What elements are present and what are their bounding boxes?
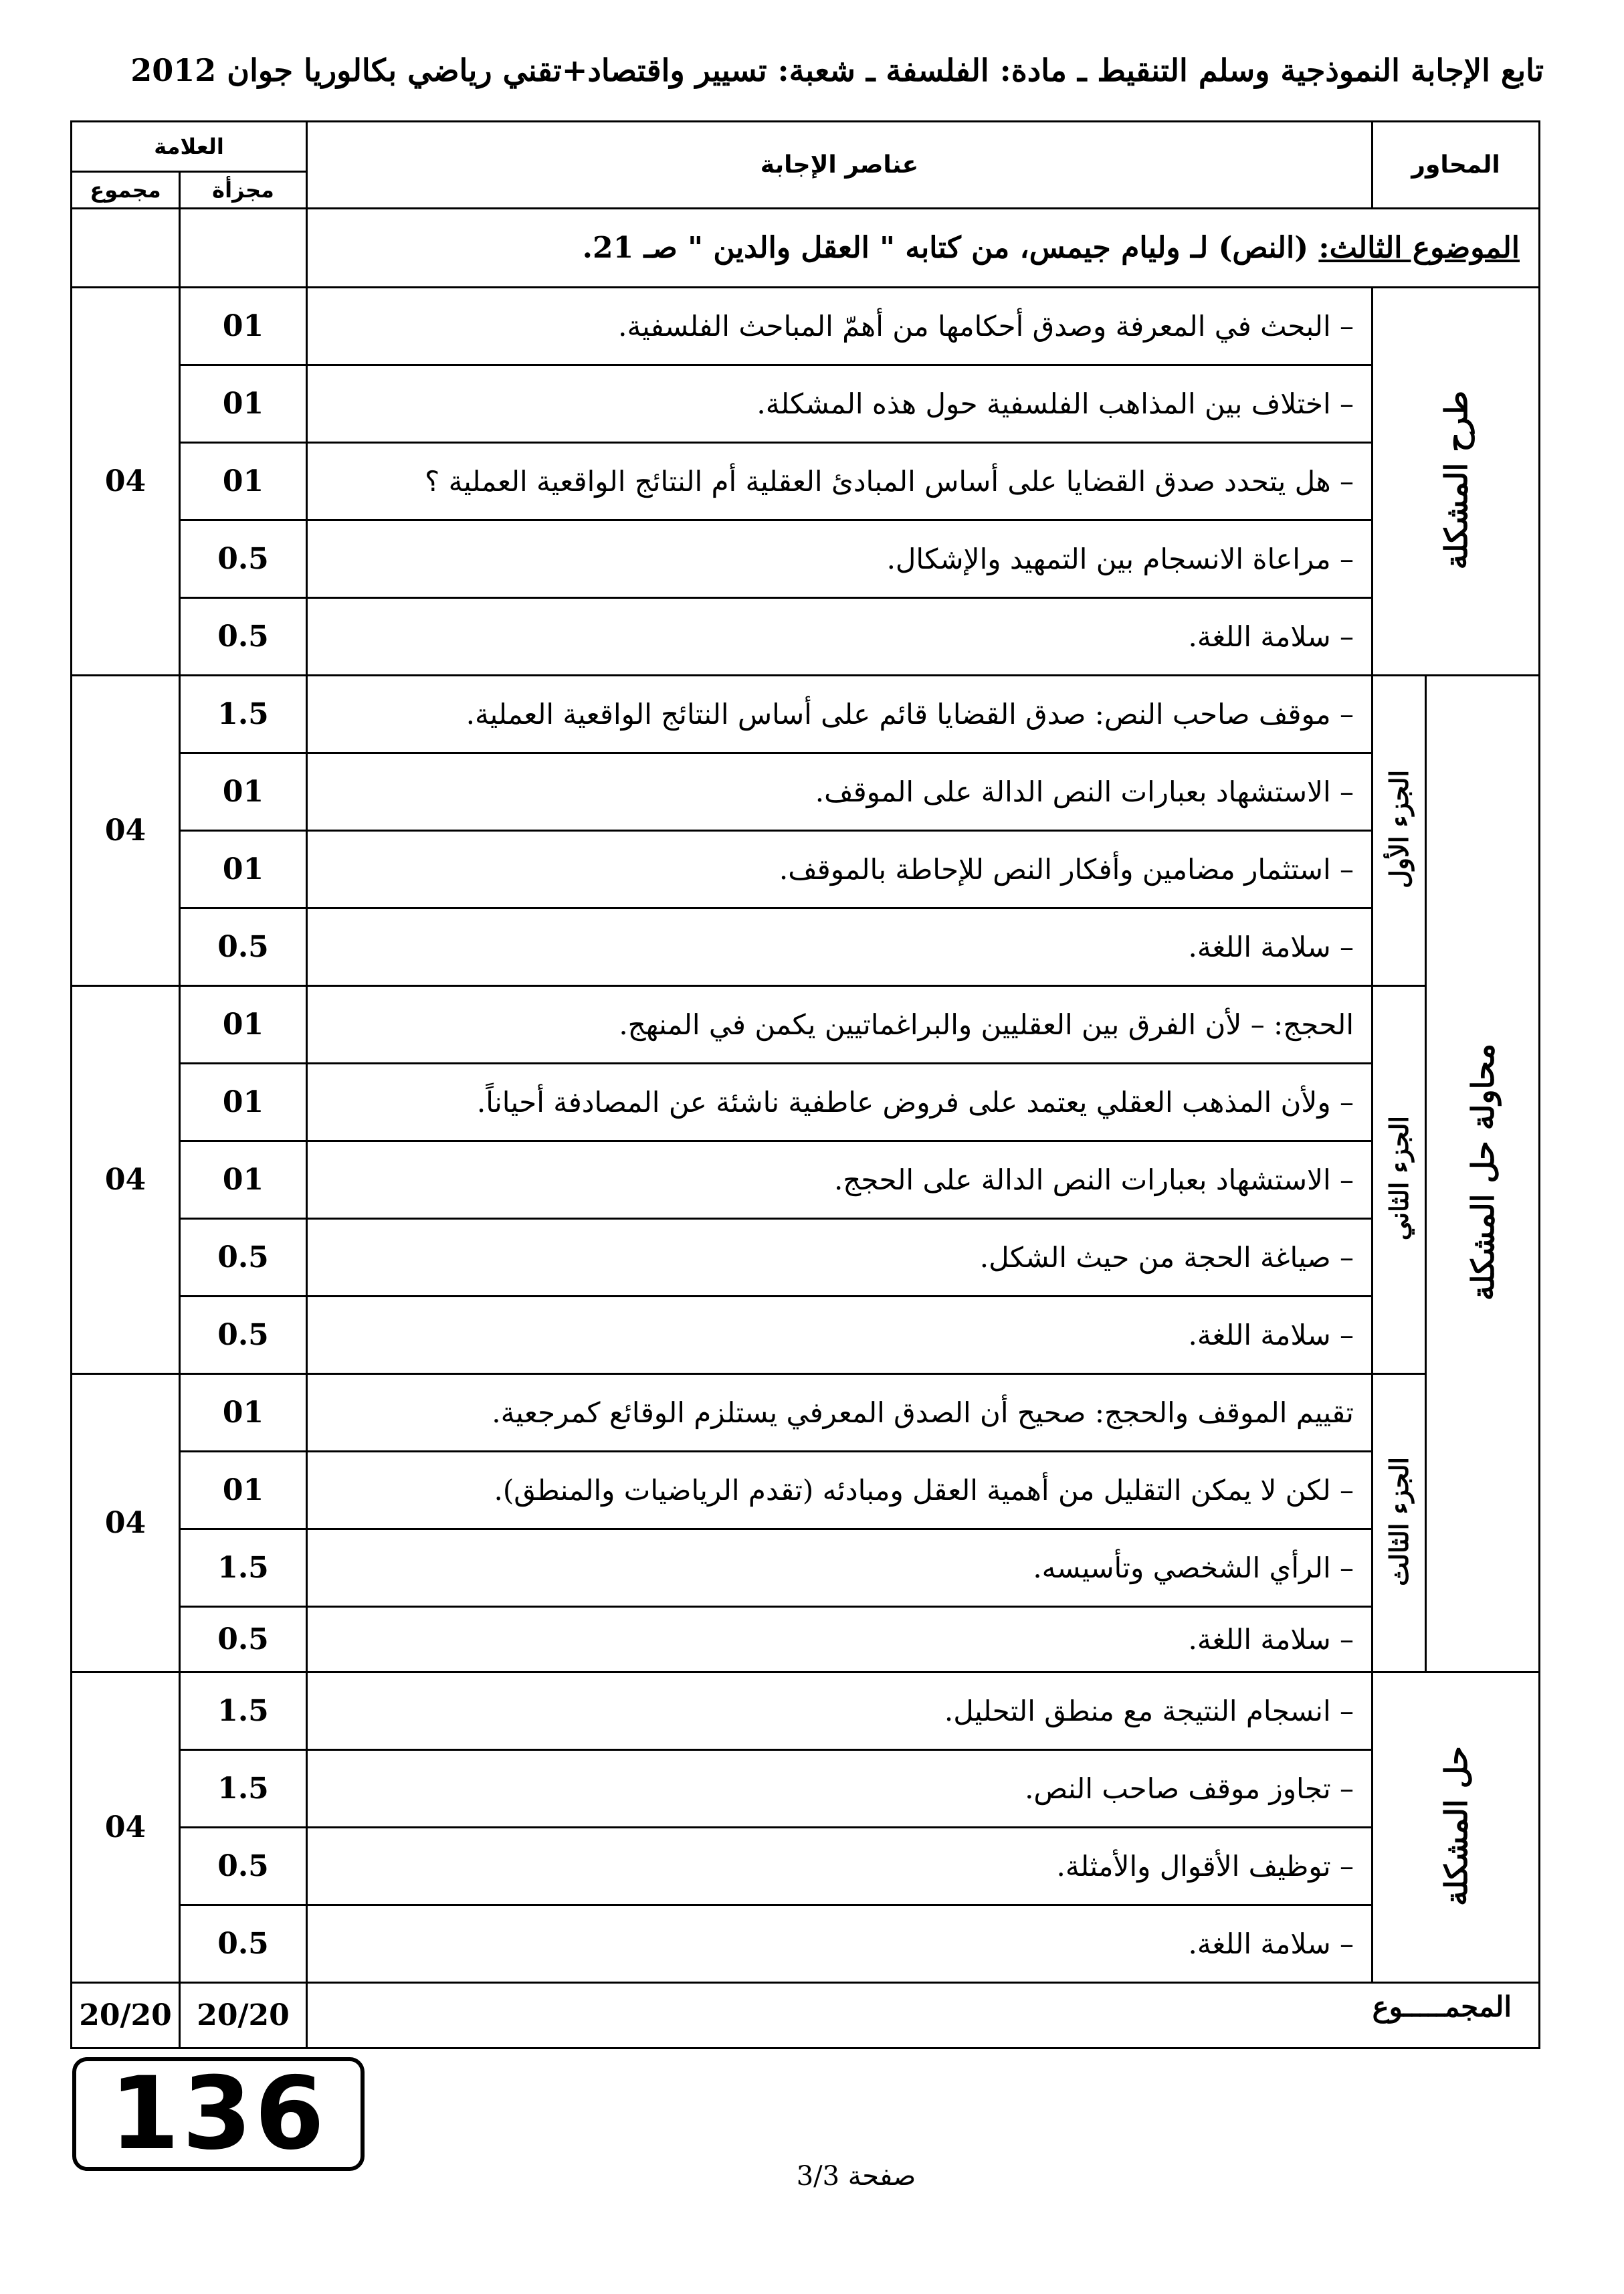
answer-item: الحجج: – لأن الفرق بين العقليين والبراغم… — [306, 985, 1373, 1064]
axis-problem-statement: طرح المشكلة — [1371, 286, 1540, 676]
subaxis-part-one: الجزء الأول — [1371, 674, 1427, 987]
partial-score: 01 — [179, 442, 308, 521]
partial-score: 01 — [179, 1140, 308, 1220]
topic-title: الموضوع الثالث: (النص) لـ وليام جيمس، من… — [306, 207, 1540, 288]
partial-score: 1.5 — [179, 674, 308, 754]
partial-score: 0.5 — [179, 1295, 308, 1375]
partial-score: 01 — [179, 830, 308, 909]
answer-item: – استثمار مضامين وأفكار النص للإحاطة بال… — [306, 830, 1373, 909]
partial-score: 01 — [179, 1373, 308, 1452]
page-stamp: 136 — [72, 2056, 365, 2172]
answer-item: – الاستشهاد بعبارات النص الدالة على الحج… — [306, 1140, 1373, 1220]
answer-item: – الرأي الشخصي وتأسيسه. — [306, 1528, 1373, 1608]
answer-item: – صياغة الحجة من حيث الشكل. — [306, 1218, 1373, 1297]
answer-grid: المحاور عناصر الإجابة العلامة مجزأة مجمو… — [70, 120, 1540, 2049]
partial-score: 01 — [179, 364, 308, 444]
partial-score: 1.5 — [179, 1749, 308, 1828]
partial-header: مجزأة — [179, 171, 308, 209]
partial-total: 20/20 — [179, 1982, 308, 2049]
answer-item: – تجاوز موقف صاحب النص. — [306, 1749, 1373, 1828]
partial-score: 0.5 — [179, 519, 308, 599]
axis-label: طرح المشكلة — [1437, 390, 1474, 570]
partial-score: 0.5 — [179, 907, 308, 987]
elements-header: عناصر الإجابة — [306, 120, 1373, 209]
answer-item: – موقف صاحب النص: صدق القضايا قائم على أ… — [306, 674, 1373, 754]
subaxis-part-two: الجزء الثاني — [1371, 985, 1427, 1375]
axis-problem-solution: حل المشكلة — [1371, 1671, 1540, 1984]
page-footer: صفحة 3/3 — [796, 2161, 916, 2192]
axis-label: محاولة حل المشكلة — [1464, 1044, 1501, 1301]
answer-item: – سلامة اللغة. — [306, 1904, 1373, 1984]
partial-score: 01 — [179, 1062, 308, 1142]
partial-score: 01 — [179, 752, 308, 832]
partial-score: 01 — [179, 286, 308, 366]
answer-item: – توظيف الأقوال والأمثلة. — [306, 1826, 1373, 1906]
topic-text: (النص) لـ وليام جيمس، من كتابه " العقل و… — [582, 231, 1319, 265]
partial-score: 01 — [179, 985, 308, 1064]
subaxis-label: الجزء الثالث — [1384, 1457, 1414, 1586]
answer-item: تقييم الموقف والحجج: صحيح أن الصدق المعر… — [306, 1373, 1373, 1452]
answer-item: – سلامة اللغة. — [306, 1606, 1373, 1673]
answer-item: – سلامة اللغة. — [306, 1295, 1373, 1375]
answer-item: – مراعاة الانسجام بين التمهيد والإشكال. — [306, 519, 1373, 599]
grade-header: العلامة — [70, 120, 308, 173]
answer-item: – سلامة اللغة. — [306, 907, 1373, 987]
partial-score: 0.5 — [179, 597, 308, 676]
grand-total: 20/20 — [70, 1982, 181, 2049]
partial-score: 0.5 — [179, 1904, 308, 1984]
section-total: 04 — [70, 674, 181, 987]
empty-cell — [70, 207, 181, 288]
subaxis-part-three: الجزء الثالث — [1371, 1373, 1427, 1673]
empty-cell — [179, 207, 308, 288]
section-total: 04 — [70, 985, 181, 1375]
answer-item: – هل يتحدد صدق القضايا على أساس المبادئ … — [306, 442, 1373, 521]
axis-solution-attempt: محاولة حل المشكلة — [1425, 674, 1540, 1673]
answer-item: – انسجام النتيجة مع منطق التحليل. — [306, 1671, 1373, 1751]
answer-item: – سلامة اللغة. — [306, 597, 1373, 676]
partial-score: 0.5 — [179, 1606, 308, 1673]
axis-label: حل المشكلة — [1437, 1745, 1474, 1906]
answer-item: – لكن لا يمكن التقليل من أهمية العقل ومب… — [306, 1450, 1373, 1530]
answer-item: – اختلاف بين المذاهب الفلسفية حول هذه ال… — [306, 364, 1373, 444]
subaxis-label: الجزء الأول — [1384, 770, 1414, 888]
subaxis-label: الجزء الثاني — [1384, 1116, 1414, 1241]
partial-score: 0.5 — [179, 1826, 308, 1906]
section-total: 04 — [70, 286, 181, 676]
section-total: 04 — [70, 1671, 181, 1984]
axes-header: المحاور — [1371, 120, 1540, 209]
answer-item: – البحث في المعرفة وصدق أحكامها من أهمّ … — [306, 286, 1373, 366]
total-header: مجموع — [70, 171, 181, 209]
partial-score: 1.5 — [179, 1671, 308, 1751]
partial-score: 0.5 — [179, 1218, 308, 1297]
partial-score: 1.5 — [179, 1528, 308, 1608]
answer-item: – ولأن المذهب العقلي يعتمد على فروض عاطف… — [306, 1062, 1373, 1142]
topic-label: الموضوع الثالث: — [1318, 231, 1520, 265]
total-label: المجمـــــوع — [306, 1982, 1540, 2049]
answer-item: – الاستشهاد بعبارات النص الدالة على المو… — [306, 752, 1373, 832]
partial-score: 01 — [179, 1450, 308, 1530]
section-total: 04 — [70, 1373, 181, 1673]
page-header: تابع الإجابة النموذجية وسلم التنقيط ـ ما… — [130, 52, 1544, 88]
